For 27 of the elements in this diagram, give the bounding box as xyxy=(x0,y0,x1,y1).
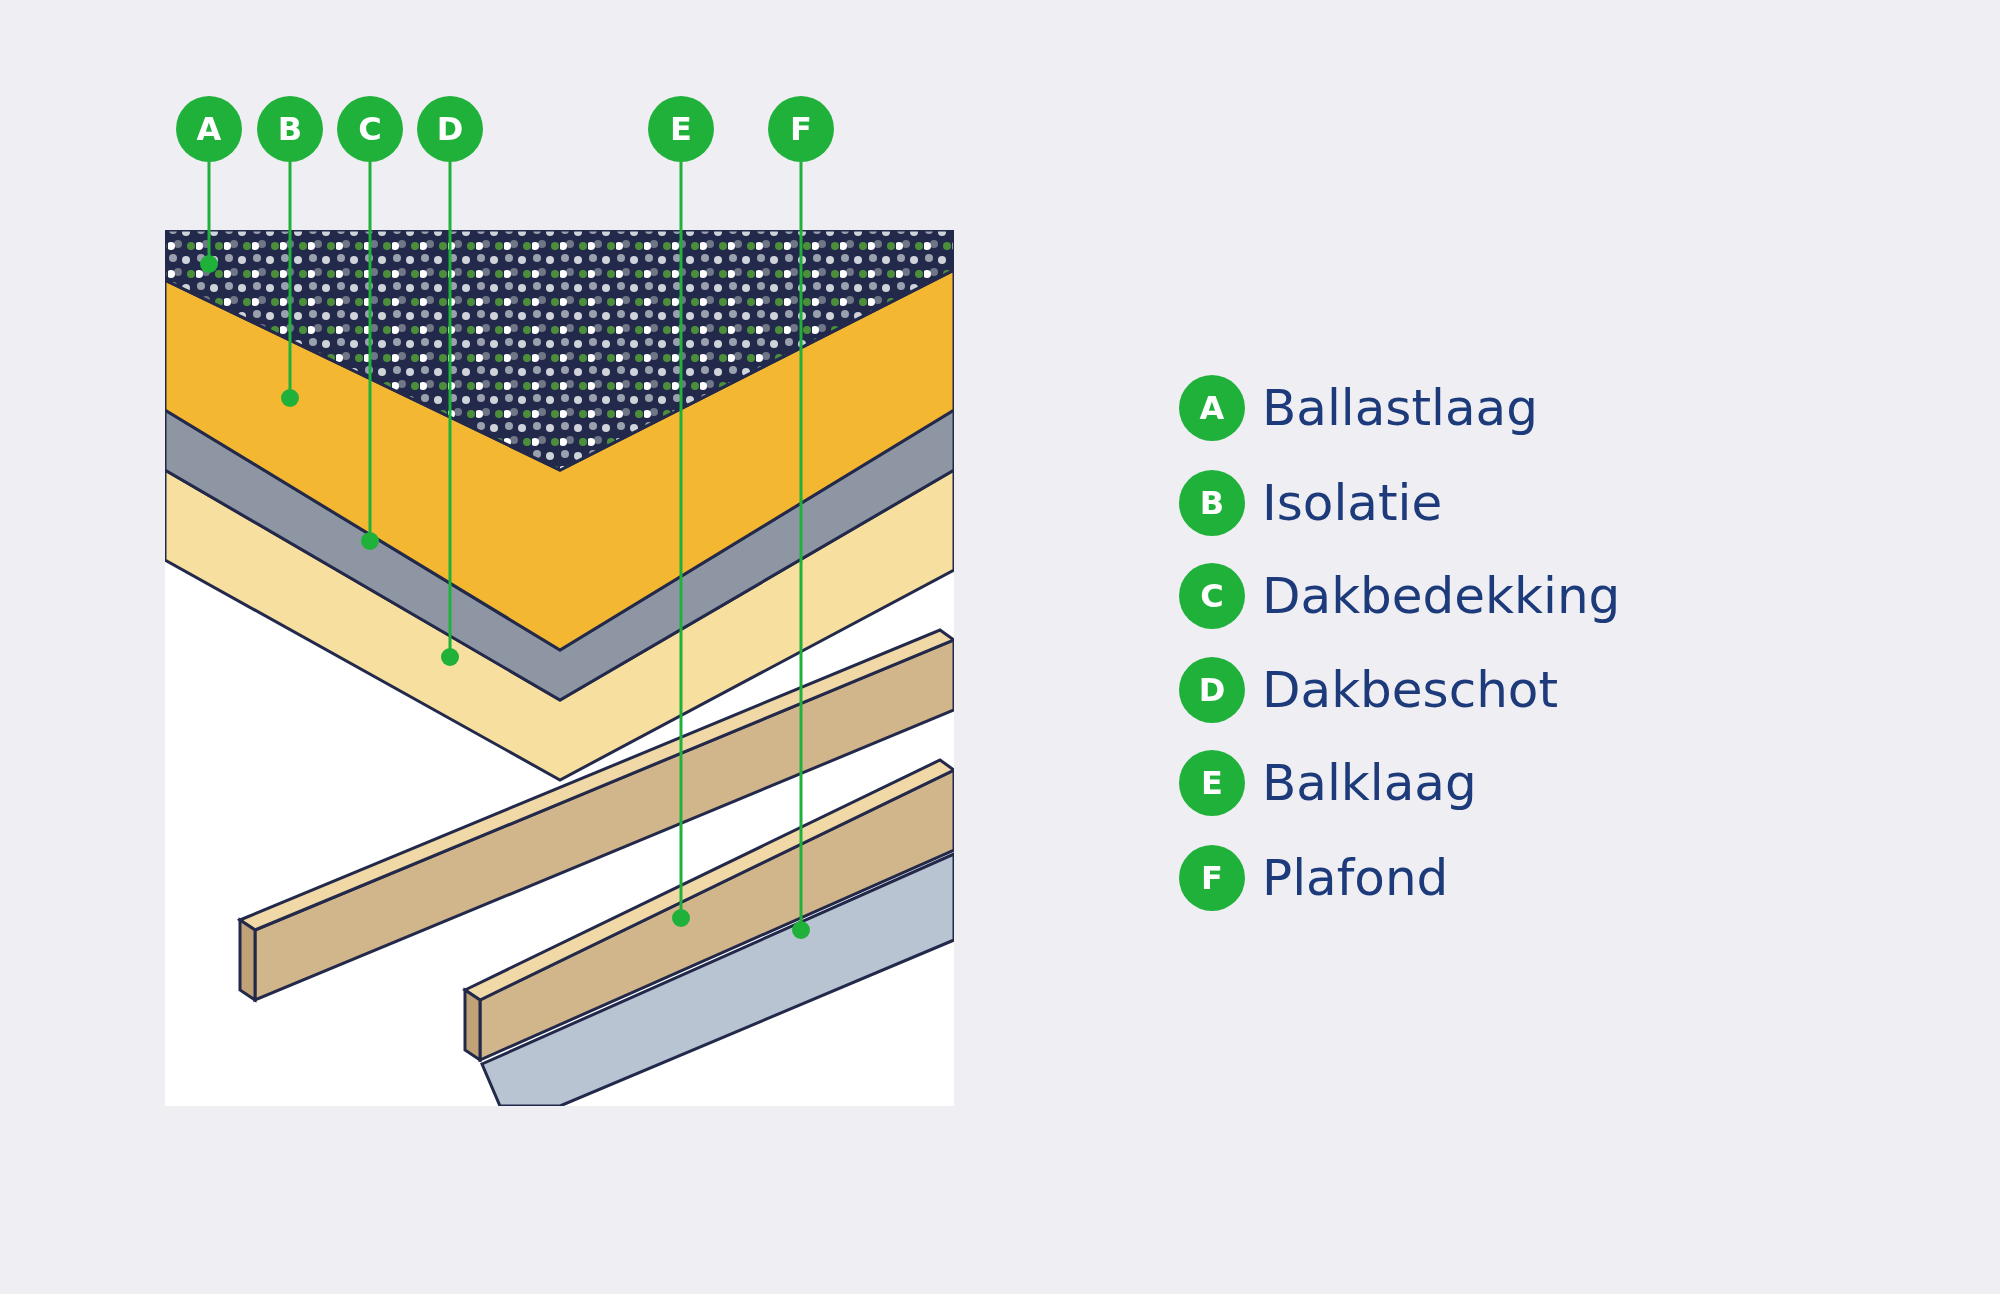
leader-line xyxy=(792,162,810,939)
callout-letter: B xyxy=(1179,470,1245,536)
part-name: Balklaag xyxy=(1262,758,1477,808)
leader-line xyxy=(281,162,299,407)
callout-letter: A xyxy=(1179,375,1245,441)
ceiling-panel xyxy=(480,851,954,1106)
callout-letter: D xyxy=(417,96,483,162)
callout-letter: F xyxy=(768,96,834,162)
part-name: Dakbeschot xyxy=(1262,665,1559,715)
callout-letter: E xyxy=(1179,750,1245,816)
ceiling-joist xyxy=(462,758,954,1063)
callout-letter: D xyxy=(1179,657,1245,723)
part-name: Ballastlaag xyxy=(1262,383,1538,433)
callout-letter: C xyxy=(1179,563,1245,629)
gravel-layer xyxy=(165,230,954,472)
part-name: Plafond xyxy=(1262,853,1449,903)
callout-letter: A xyxy=(176,96,242,162)
leader-line xyxy=(361,162,379,550)
callout-letter: B xyxy=(257,96,323,162)
callout-letter: E xyxy=(648,96,714,162)
leader-line xyxy=(200,162,218,273)
leader-line xyxy=(672,162,690,927)
part-name: Dakbedekking xyxy=(1262,571,1621,621)
leader-line xyxy=(441,162,459,666)
callout-letter: C xyxy=(337,96,403,162)
callout-letter: F xyxy=(1179,845,1245,911)
part-name: Isolatie xyxy=(1262,478,1443,528)
